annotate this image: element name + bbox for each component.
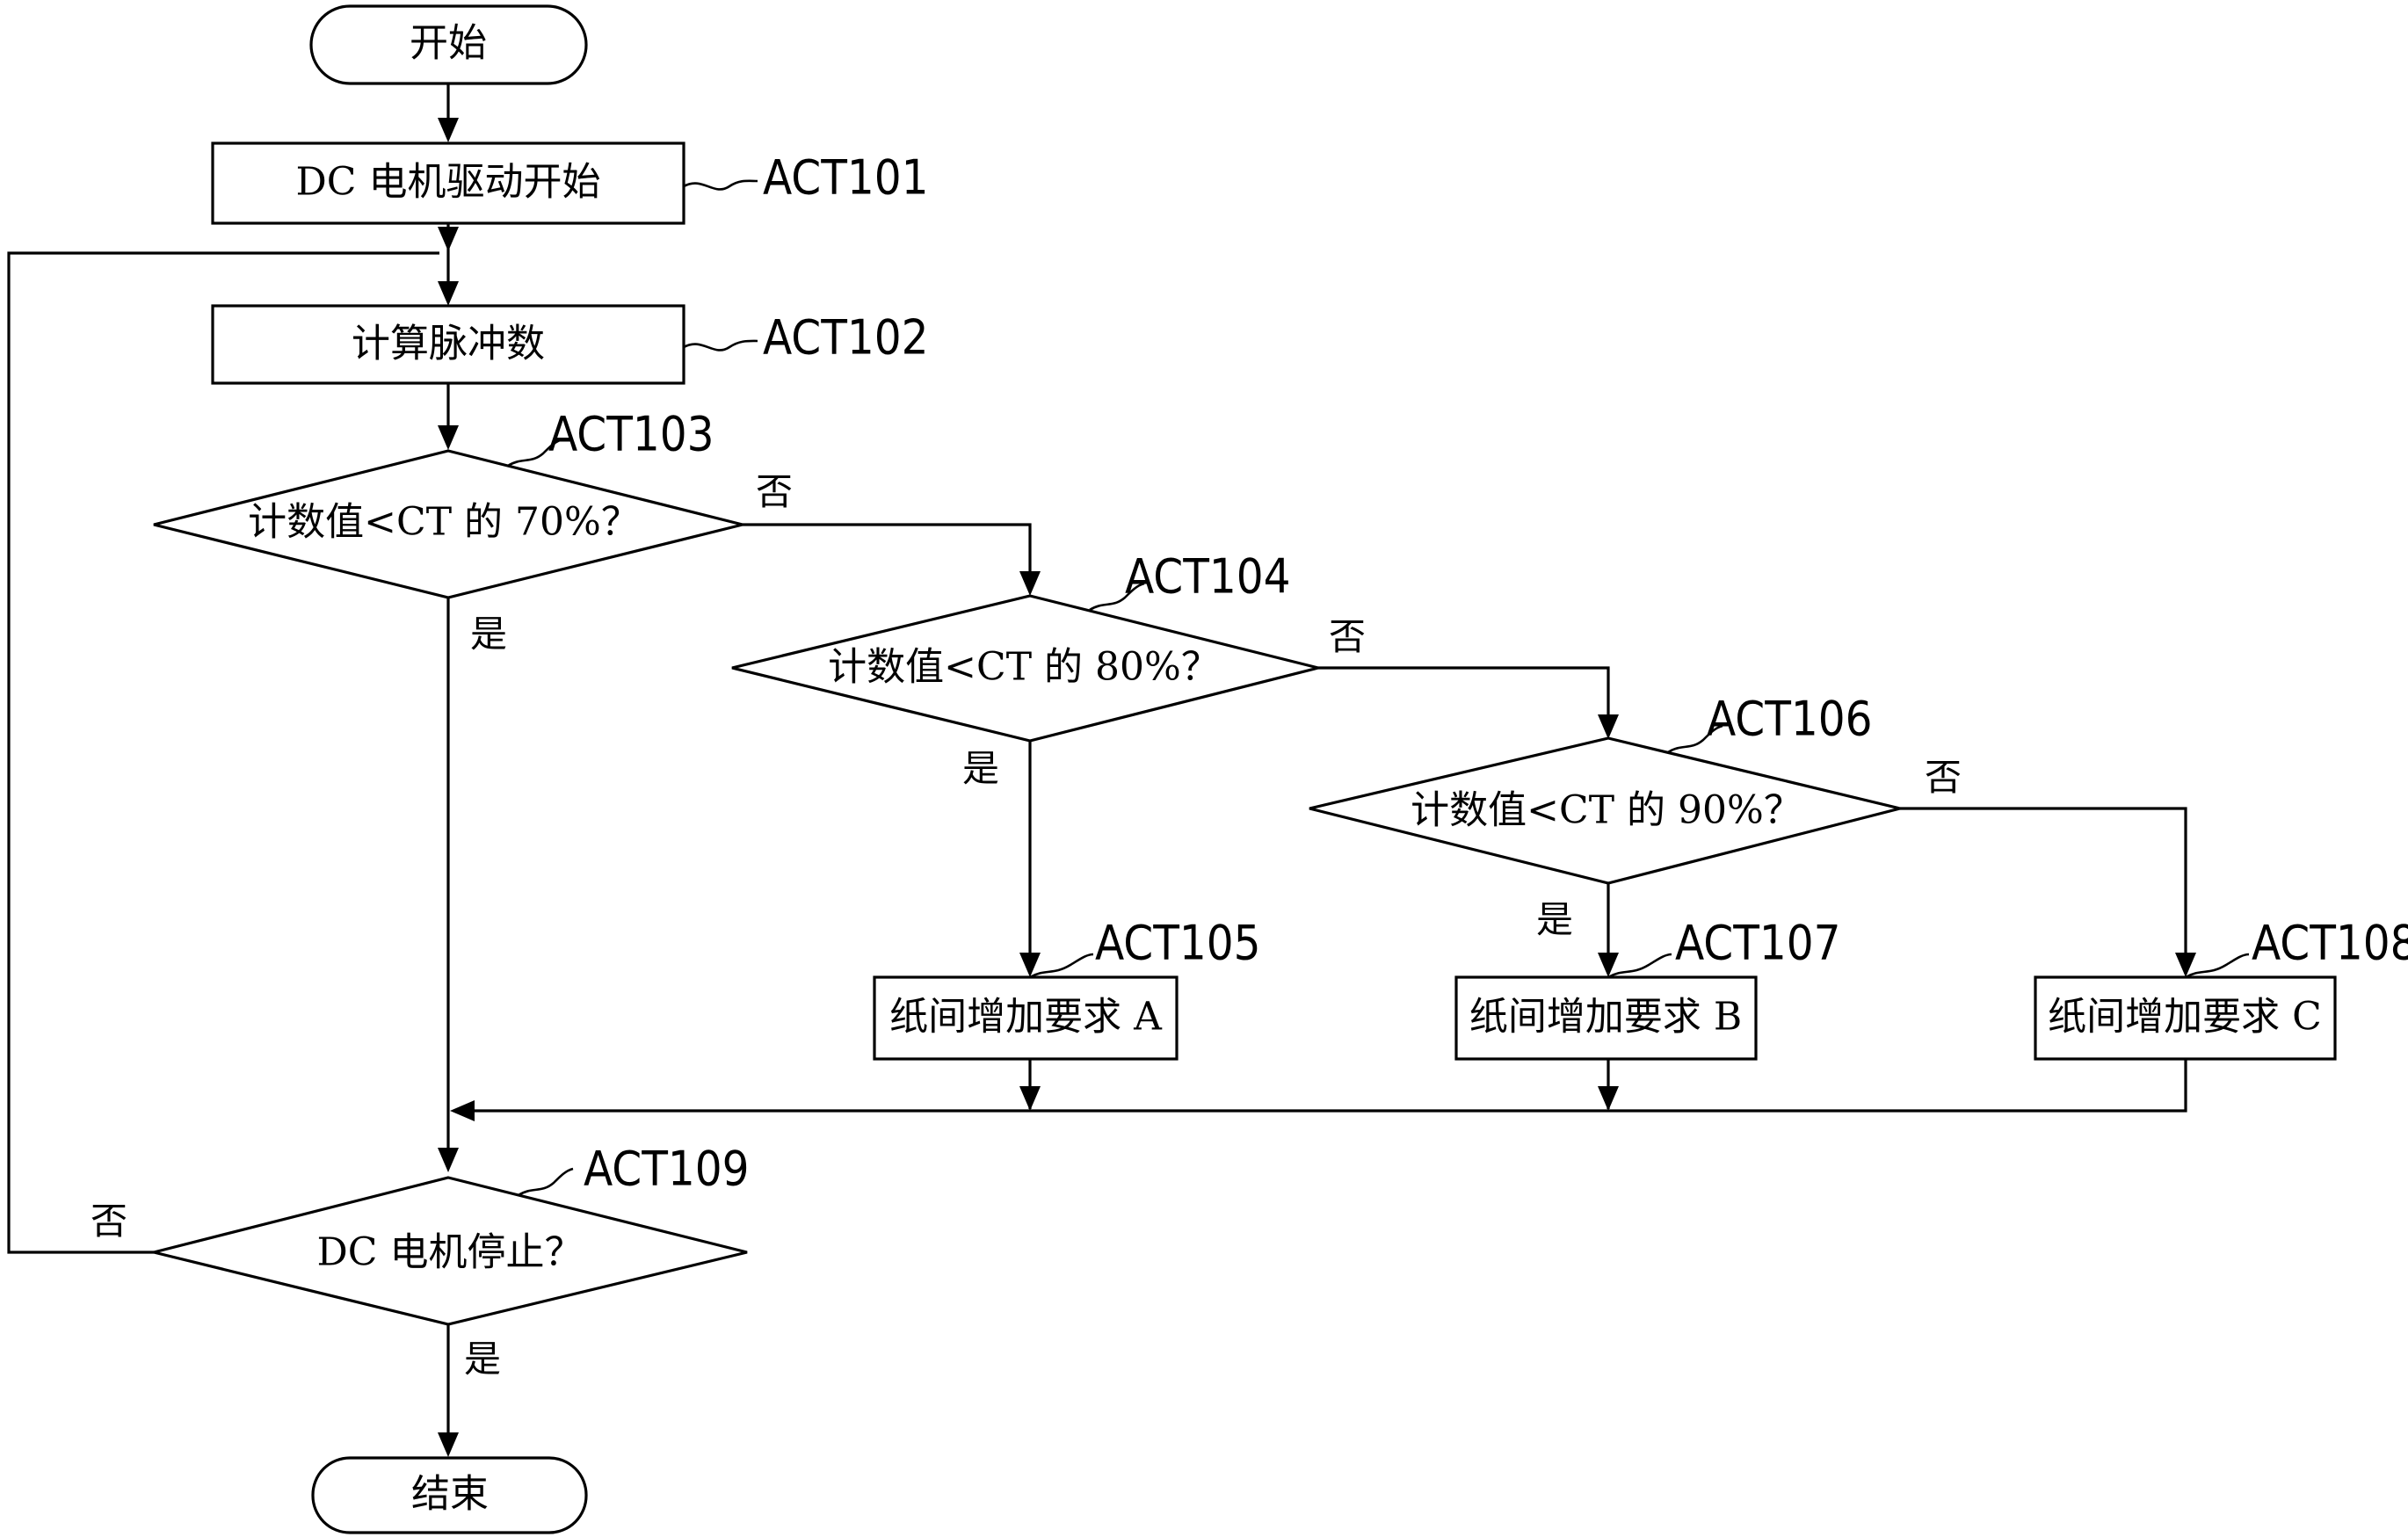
connectors — [7, 84, 2196, 1457]
arrowhead — [438, 227, 459, 251]
decision-act109-tag-leader — [518, 1167, 574, 1197]
connector-act103-no — [743, 523, 1032, 584]
decision-act109-diamond — [153, 1176, 748, 1326]
arrowhead — [1019, 953, 1041, 977]
step-act102-tag-leader — [683, 339, 758, 352]
decision-act109-yes-label: 是 — [464, 1338, 501, 1381]
decision-act104-tag-leader — [1089, 582, 1145, 612]
connector-act104-no — [1318, 666, 1610, 728]
decision-act106-tag: ACT106 — [1707, 692, 1873, 747]
arrowhead — [1598, 1086, 1619, 1111]
step-act107-label: 纸间增加要求 B — [1469, 995, 1742, 1040]
arrowhead — [438, 1148, 459, 1172]
decision-act106-tag-leader — [1667, 724, 1723, 754]
step-act108-tag-leader — [2185, 953, 2250, 979]
arrowhead — [450, 1100, 475, 1121]
step-act101-label: DC 电机驱动开始 — [296, 160, 601, 205]
decision-act104: 计数值<CT 的 80%？ ACT104 是 否 — [731, 549, 1366, 790]
arrowhead — [1019, 1086, 1041, 1111]
decision-act104-no-label: 否 — [1329, 615, 1366, 658]
decision-act104-yes-label: 是 — [962, 747, 999, 790]
arrowhead — [438, 425, 459, 450]
decision-act103: 计数值<CT 的 70%？ ACT103 是 否 — [153, 407, 793, 656]
step-act108: 纸间增加要求 C ACT108 — [2034, 916, 2408, 1061]
step-act102: 计算脉冲数 ACT102 — [211, 304, 929, 385]
arrowhead — [438, 281, 459, 306]
terminal-start-shape — [309, 4, 588, 85]
step-act107-tag: ACT107 — [1675, 916, 1841, 971]
terminal-end-label: 结束 — [411, 1472, 489, 1517]
arrowhead — [1019, 571, 1041, 596]
arrowhead — [438, 1432, 459, 1457]
decision-act103-yes-label: 是 — [470, 613, 507, 656]
terminal-start: 开始 — [309, 4, 588, 85]
decision-act103-tag: ACT103 — [548, 407, 714, 462]
terminal-start-label: 开始 — [410, 21, 487, 66]
step-act102-box — [211, 304, 685, 385]
arrowhead — [1598, 714, 1619, 739]
decision-act106-yes-label: 是 — [1536, 898, 1573, 941]
step-act107-tag-leader — [1607, 953, 1672, 979]
arrowhead — [438, 118, 459, 142]
step-act108-label: 纸间增加要求 C — [2048, 995, 2322, 1040]
step-act108-tag: ACT108 — [2252, 916, 2408, 971]
step-act107-box — [1454, 975, 1758, 1061]
decision-act104-diamond — [731, 594, 1319, 743]
step-act105: 纸间增加要求 A ACT105 — [873, 916, 1261, 1061]
decision-act106-label: 计数值<CT 的 90%？ — [1411, 788, 1802, 833]
step-act105-label: 纸间增加要求 A — [889, 995, 1163, 1040]
decision-act109: DC 电机停止？ ACT109 是 否 — [91, 1142, 750, 1381]
connector-act109-no-loop — [7, 251, 439, 1254]
step-act102-label: 计算脉冲数 — [352, 322, 545, 366]
decision-act104-tag: ACT104 — [1125, 549, 1291, 605]
arrowhead — [1598, 953, 1619, 977]
decision-act103-tag-leader — [507, 438, 563, 468]
step-act101: DC 电机驱动开始 ACT101 — [211, 141, 929, 225]
step-act102-tag: ACT102 — [763, 310, 929, 366]
step-act101-tag-leader — [683, 179, 758, 191]
terminal-end-shape — [311, 1456, 588, 1534]
terminal-end: 结束 — [311, 1456, 588, 1534]
decision-act109-no-label: 否 — [91, 1200, 127, 1243]
step-act105-tag-leader — [1029, 953, 1094, 979]
decision-act104-label: 计数值<CT 的 80%？ — [828, 645, 1220, 690]
decision-act106-diamond — [1309, 736, 1901, 885]
step-act101-tag: ACT101 — [763, 150, 929, 206]
connector-act108-merge — [462, 1059, 2187, 1113]
decision-act103-no-label: 否 — [756, 470, 793, 513]
arrowhead — [2175, 953, 2196, 977]
step-act107: 纸间增加要求 B ACT107 — [1454, 916, 1841, 1061]
step-act101-box — [211, 141, 685, 225]
connector-act106-no — [1900, 807, 2187, 965]
decision-act103-label: 计数值<CT 的 70%？ — [248, 500, 640, 545]
decision-act103-diamond — [153, 449, 743, 599]
decision-act106: 计数值<CT 的 90%？ ACT106 是 否 — [1309, 692, 1962, 941]
decision-act109-tag: ACT109 — [584, 1142, 750, 1197]
decision-act109-label: DC 电机停止？ — [317, 1230, 584, 1275]
step-act108-box — [2034, 975, 2337, 1061]
step-act105-tag: ACT105 — [1095, 916, 1261, 971]
decision-act106-no-label: 否 — [1925, 756, 1962, 799]
step-act105-box — [873, 975, 1179, 1061]
